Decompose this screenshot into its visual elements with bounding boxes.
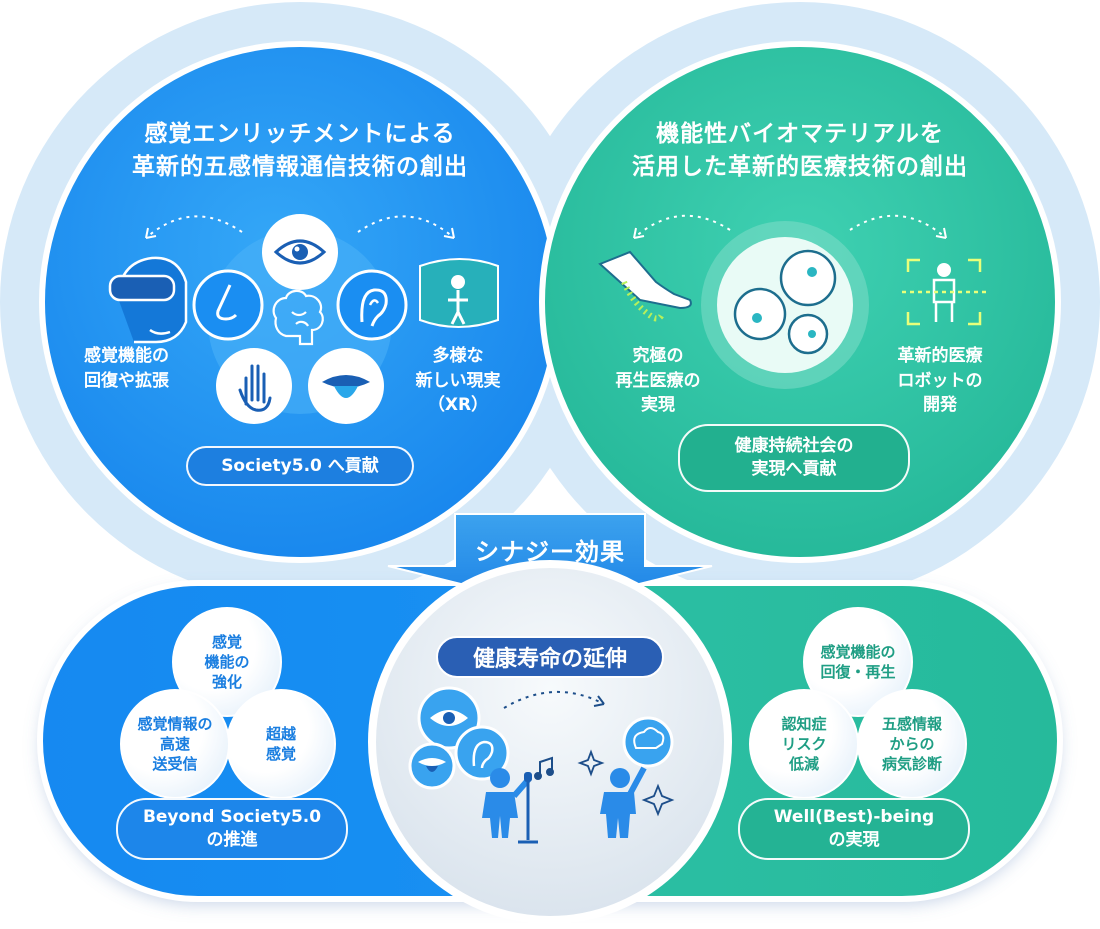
right-circle-title: 機能性バイオマテリアルを 活用した革新的医療技術の創出 bbox=[632, 121, 968, 181]
beyond-society-pill: Beyond Society5.0 の推進 bbox=[116, 798, 348, 860]
person-brain-icon bbox=[600, 716, 674, 838]
vr-headset-icon bbox=[108, 256, 188, 344]
leg-icon bbox=[598, 250, 692, 322]
ear-icon bbox=[336, 269, 408, 341]
xr-person-icon bbox=[419, 258, 499, 328]
senses-group bbox=[192, 214, 408, 424]
bubble-sense-transmit: 感覚情報の 高速 送受信 bbox=[137, 714, 213, 774]
brain-icon bbox=[272, 289, 324, 346]
tongue-icon bbox=[308, 348, 384, 424]
bubble-super-sense: 超越 感覚 bbox=[265, 724, 296, 763]
bubble-dementia: 認知症 リスク 低減 bbox=[781, 714, 827, 774]
robot-scan-icon bbox=[902, 258, 988, 326]
center-circle bbox=[368, 560, 732, 924]
right-label-regenerative: 究極の 再生医療の 実現 bbox=[615, 346, 701, 416]
bottom-left-bubbles bbox=[120, 607, 336, 799]
cells-icon bbox=[701, 221, 869, 389]
synergy-label: シナジー効果 bbox=[475, 537, 625, 566]
right-label-robot: 革新的医療 ロボットの 開発 bbox=[897, 346, 983, 416]
bubble-diagnosis: 五感情報 からの 病気診断 bbox=[881, 714, 942, 774]
left-label-recovery: 感覚機能の 回復や拡張 bbox=[84, 346, 169, 391]
hand-icon bbox=[216, 348, 292, 424]
healthy-lifespan-title: 健康寿命の延伸 bbox=[436, 636, 664, 678]
nose-icon bbox=[192, 269, 264, 341]
society5-pill: Society5.0 へ貢献 bbox=[186, 446, 414, 486]
health-society-pill: 健康持続社会の 実現へ貢献 bbox=[678, 424, 910, 492]
singer-icon bbox=[482, 768, 538, 844]
eye-icon bbox=[262, 214, 338, 290]
bubble-sense-enhance: 感覚 機能の 強化 bbox=[204, 632, 250, 692]
music-note-icon bbox=[534, 756, 554, 780]
center-tongue-icon bbox=[408, 742, 456, 790]
sparkle-icon bbox=[577, 749, 675, 817]
left-circle-title: 感覚エンリッチメントによる 革新的五感情報通信技術の創出 bbox=[132, 121, 468, 181]
center-ear-icon bbox=[454, 725, 510, 781]
bubble-sense-recovery: 感覚機能の 回復・再生 bbox=[820, 642, 896, 681]
bottom-right-bubbles bbox=[749, 607, 967, 799]
left-label-xr: 多様な 新しい現実 （XR） bbox=[415, 346, 501, 416]
wellbeing-pill: Well(Best)-being の実現 bbox=[738, 798, 970, 860]
